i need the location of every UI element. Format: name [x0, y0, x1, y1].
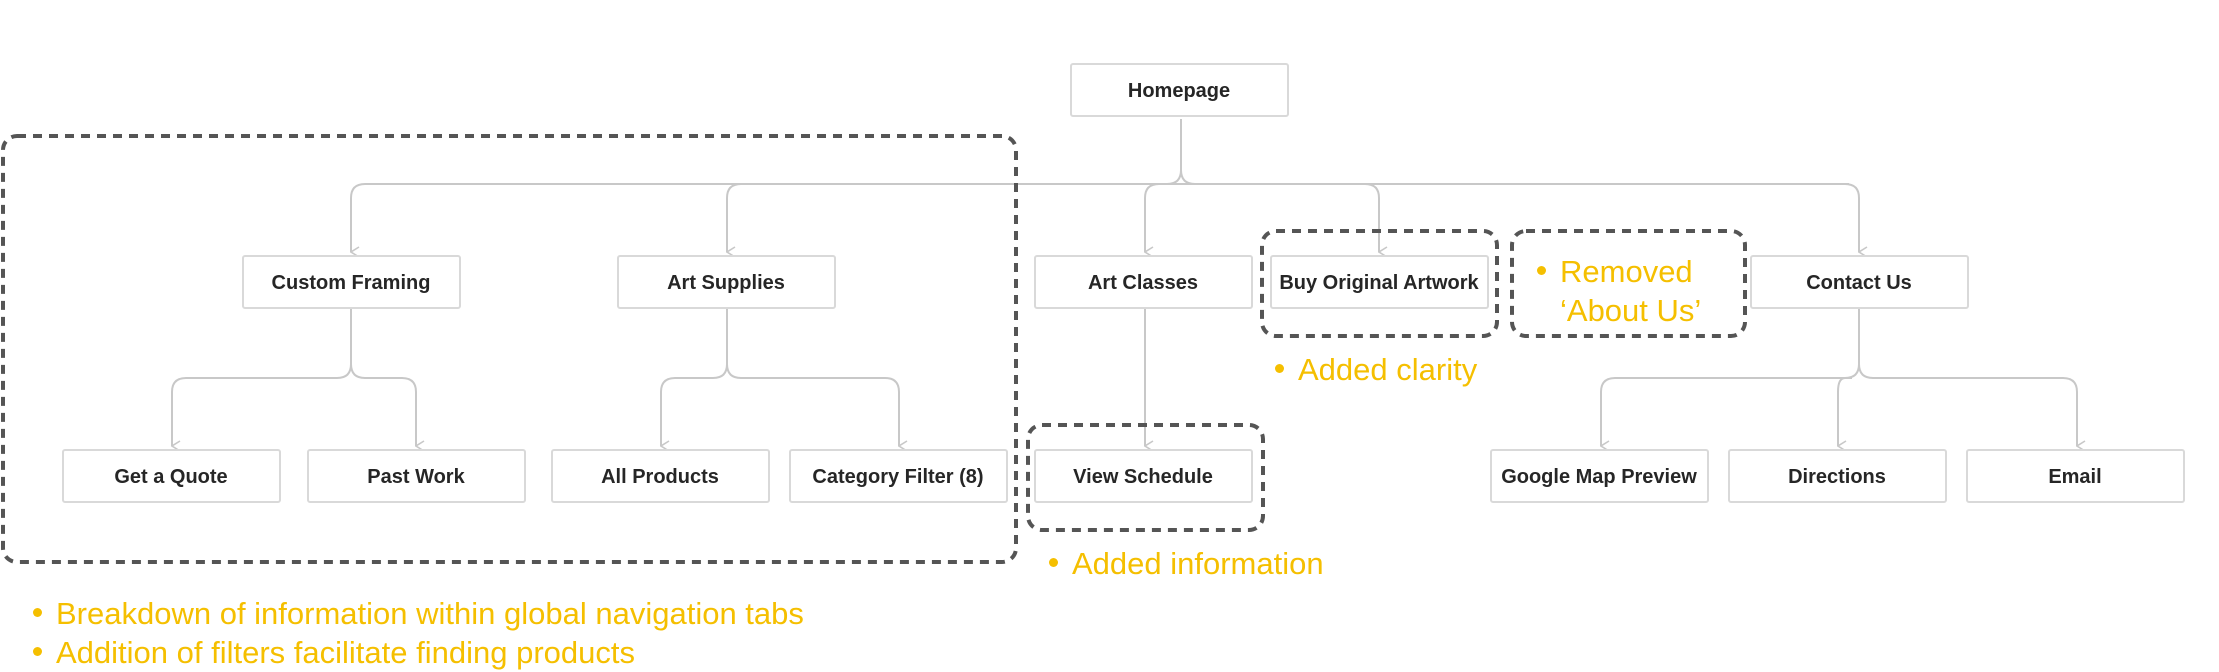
node-email: Email — [1966, 449, 2185, 503]
annotation-added-information-text: Added information — [1072, 546, 1324, 581]
annotation-breakdown-text: Breakdown of information within global n… — [56, 596, 804, 631]
bullet-icon — [1049, 558, 1058, 568]
connector-custom-framing-trunk — [336, 308, 366, 379]
node-buy-original-artwork-label: Buy Original Artwork — [1279, 272, 1479, 294]
annotation-removed-about-us: Removed ‘About Us’ — [1537, 252, 1701, 330]
node-category-filter-label: Category Filter (8) — [812, 466, 983, 488]
connector-to-category-filter — [741, 377, 899, 446]
node-homepage: Homepage — [1070, 63, 1289, 117]
connector-to-art-classes — [1144, 183, 1160, 252]
highlight-box-framing-supplies — [1, 134, 1018, 564]
node-custom-framing-label: Custom Framing — [272, 272, 431, 294]
node-custom-framing: Custom Framing — [242, 255, 461, 309]
connector-to-past-work — [365, 377, 416, 446]
connector-to-custom-framing — [350, 183, 366, 252]
connector-art-supplies-trunk — [712, 308, 742, 379]
node-art-supplies: Art Supplies — [617, 255, 836, 309]
node-category-filter: Category Filter (8) — [789, 449, 1008, 503]
node-past-work: Past Work — [307, 449, 526, 503]
connector-to-get-a-quote — [171, 377, 337, 446]
annotation-added-clarity: Added clarity — [1275, 350, 1477, 389]
connector-to-buy-original-artwork — [1364, 183, 1379, 252]
node-contact-us: Contact Us — [1750, 255, 1969, 309]
annotation-removed-line1: Removed — [1560, 254, 1693, 289]
annotation-filters-text: Addition of filters facilitate finding p… — [56, 635, 635, 670]
annotation-filters: Addition of filters facilitate finding p… — [33, 633, 635, 672]
node-past-work-label: Past Work — [367, 466, 465, 488]
node-directions-label: Directions — [1788, 466, 1886, 488]
bullet-icon — [33, 608, 42, 618]
node-all-products-label: All Products — [601, 466, 719, 488]
node-view-schedule: View Schedule — [1034, 449, 1253, 503]
annotation-removed-line2: ‘About Us’ — [1560, 293, 1702, 328]
connectors — [171, 119, 2077, 446]
node-view-schedule-label: View Schedule — [1073, 466, 1213, 488]
connector-homepage-trunk — [1166, 119, 1196, 185]
connector-to-email — [1873, 377, 2077, 446]
connector-to-directions — [1838, 377, 1852, 446]
highlight-box-view-schedule — [1026, 423, 1265, 532]
node-contact-us-label: Contact Us — [1806, 272, 1912, 294]
node-art-classes-label: Art Classes — [1088, 272, 1198, 294]
connector-to-art-supplies — [726, 183, 742, 252]
bullet-icon — [1537, 266, 1546, 276]
node-directions: Directions — [1728, 449, 1947, 503]
node-all-products: All Products — [551, 449, 770, 503]
node-google-map-preview-label: Google Map Preview — [1501, 466, 1697, 488]
node-buy-original-artwork: Buy Original Artwork — [1270, 255, 1489, 309]
bullet-icon — [1275, 364, 1284, 374]
highlight-box-buy-original-artwork — [1260, 229, 1499, 338]
connector-to-all-products — [660, 377, 713, 446]
annotation-added-information: Added information — [1049, 544, 1324, 583]
node-art-classes: Art Classes — [1034, 255, 1253, 309]
connector-contact-us-trunk — [1844, 308, 1874, 379]
connector-to-contact-us — [1844, 183, 1859, 252]
bullet-icon — [33, 647, 42, 657]
node-get-a-quote-label: Get a Quote — [114, 466, 227, 488]
node-homepage-label: Homepage — [1128, 80, 1230, 102]
node-google-map-preview: Google Map Preview — [1490, 449, 1709, 503]
annotation-breakdown: Breakdown of information within global n… — [33, 594, 804, 633]
connector-to-google-map-preview — [1600, 377, 1845, 446]
highlight-boxes — [1, 134, 1747, 564]
highlight-box-removed-about-us — [1510, 229, 1747, 338]
annotation-added-clarity-text: Added clarity — [1298, 352, 1478, 387]
node-art-supplies-label: Art Supplies — [667, 272, 785, 294]
node-email-label: Email — [2048, 466, 2101, 488]
node-get-a-quote: Get a Quote — [62, 449, 281, 503]
